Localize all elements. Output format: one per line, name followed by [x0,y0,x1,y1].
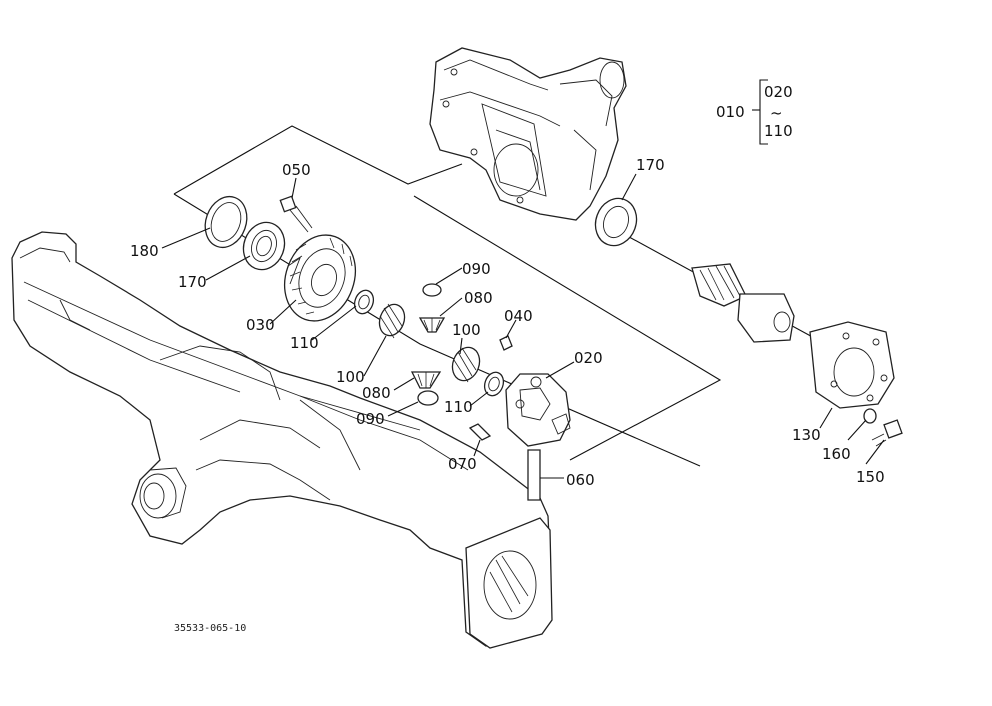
group-range-from: 020 [764,83,793,101]
callout-110-b: 110 [444,398,473,416]
part-090-washer-lower [417,390,439,406]
gear-case [429,47,627,221]
spring-coupling [691,263,747,307]
group-bracket [752,79,768,145]
group-notation: 010 020 ~ 110 [716,83,793,140]
callout-090-a: 090 [462,260,491,278]
part-040-pin [499,335,513,351]
part-130-flange [809,321,895,409]
part-170-bearing-left [242,221,286,271]
part-180-seal [204,195,248,249]
callout-100-b: 100 [452,321,481,339]
callout-leaders [161,173,885,479]
callout-090-b: 090 [356,410,385,428]
shaft-sleeve [737,293,795,343]
part-100-side-gear-a [378,303,406,339]
part-080-pinion-lower [410,371,442,389]
callout-050: 050 [282,161,311,179]
callout-100-a: 100 [336,368,365,386]
callout-170-right: 170 [636,156,665,174]
axle-housing [11,231,553,649]
callout-170-left: 170 [178,273,207,291]
part-150-bolt [871,419,903,447]
callout-040: 040 [504,307,533,325]
callout-150: 150 [856,468,885,486]
callout-080-b: 080 [362,384,391,402]
group-range-to: 110 [764,122,793,140]
part-090-washer-upper [422,283,442,297]
part-060-shaft [527,449,541,501]
part-080-pinion-upper [418,317,446,333]
part-100-side-gear-b [451,346,481,383]
callout-020: 020 [574,349,603,367]
callout-080-a: 080 [464,289,493,307]
group-main-number: 010 [716,103,745,121]
part-170-bearing-right [594,197,638,247]
part-160-washer [863,408,877,424]
drawing-code: 35533-065-10 [174,623,246,634]
callout-180: 180 [130,242,159,260]
callout-030: 030 [246,316,275,334]
callout-110-a: 110 [290,334,319,352]
part-070-pin [468,423,492,441]
callout-labels: 050 180 170 030 110 100 090 080 040 100 … [130,156,885,489]
part-110-washer-b [483,371,505,397]
callout-070: 070 [448,455,477,473]
callout-160: 160 [822,445,851,463]
callout-060: 060 [566,471,595,489]
part-030-ring-gear [284,234,356,322]
part-050-bolt [279,195,313,233]
callout-130: 130 [792,426,821,444]
group-range-tilde: ~ [770,104,783,122]
part-110-washer-a [353,289,375,315]
part-020-diff-case [505,373,571,447]
